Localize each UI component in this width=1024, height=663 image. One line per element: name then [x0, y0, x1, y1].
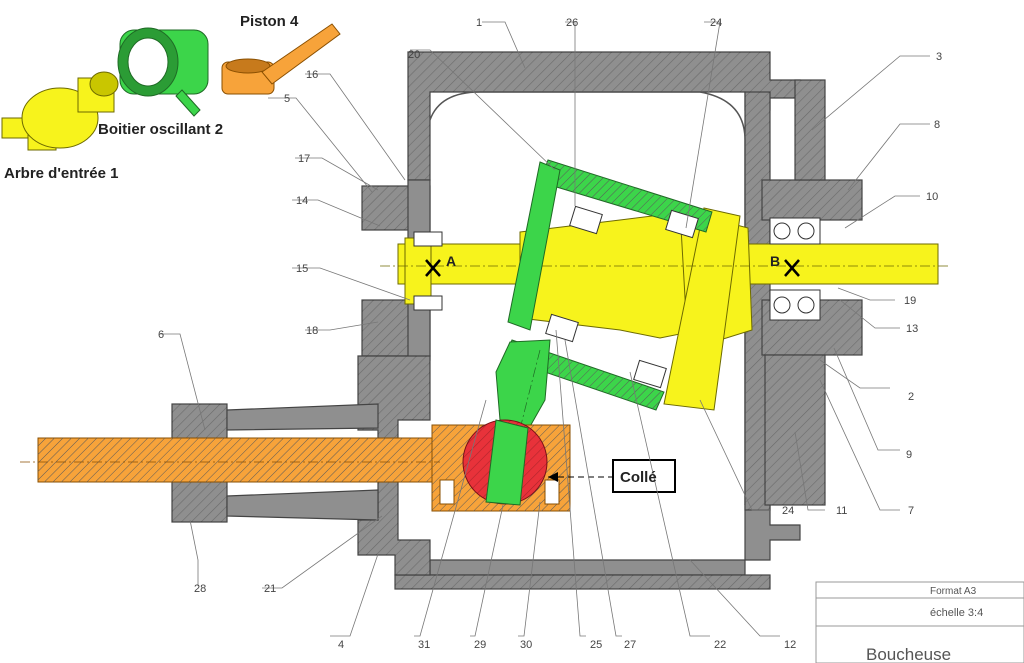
housing: [171, 51, 863, 590]
part-number-10: 10: [926, 191, 938, 203]
part-sketch-oscillating-case: [117, 27, 209, 117]
label-piston: Piston 4: [240, 13, 299, 30]
part-number-20: 20: [408, 49, 420, 61]
part-number-21: 21: [264, 583, 276, 595]
part-number-22: 22: [714, 639, 726, 651]
part-number-19: 19: [904, 295, 916, 307]
label-input-shaft: Arbre d'entrée 1: [4, 165, 118, 182]
housing-cavity-outline: [429, 91, 746, 505]
part-number-9: 9: [906, 449, 912, 461]
label-oscillating-case: Boitier oscillant 2: [98, 121, 223, 138]
axis-marker-b: [784, 259, 800, 277]
part-number-4: 4: [338, 639, 344, 651]
right-ball-bearings: [769, 217, 821, 321]
part-number-14: 14: [296, 195, 308, 207]
title-block-title: Boucheuse: [866, 645, 951, 663]
part-number-26: 26: [566, 17, 578, 29]
part-number-17: 17: [298, 153, 310, 165]
part-number-13: 13: [906, 323, 918, 335]
axis-marker-a: [425, 259, 441, 277]
part-number-8: 8: [934, 119, 940, 131]
part-number-12: 12: [784, 639, 796, 651]
label-glued: Collé: [620, 469, 657, 486]
spherical-ball: [462, 419, 548, 506]
input-shaft: [380, 207, 950, 411]
part-number-24-top: 24: [710, 17, 722, 29]
part-number-6: 6: [158, 329, 164, 341]
leader-lines: [160, 21, 930, 637]
part-number-15: 15: [296, 263, 308, 275]
part-number-24-bottom: 24: [782, 505, 794, 517]
part-number-28: 28: [194, 583, 206, 595]
part-number-31: 31: [418, 639, 430, 651]
title-block-scale: échelle 3:4: [930, 607, 983, 619]
part-number-2: 2: [908, 391, 914, 403]
part-number-30: 30: [520, 639, 532, 651]
title-block: Format A3 échelle 3:4 Boucheuse: [815, 581, 1024, 663]
part-sketch-piston: [221, 23, 341, 95]
oscillating-case: [485, 159, 713, 506]
part-number-3: 3: [936, 51, 942, 63]
part-number-25: 25: [590, 639, 602, 651]
part-number-labels: 1 2 3 4 5 6 7 8 9 10 11 12 13 14 15 16 1…: [158, 17, 942, 651]
part-number-29: 29: [474, 639, 486, 651]
part-number-7: 7: [908, 505, 914, 517]
title-block-format: Format A3: [930, 586, 977, 597]
label-point-b: B: [770, 253, 780, 269]
label-point-a: A: [446, 253, 456, 269]
part-number-16: 16: [306, 69, 318, 81]
left-needle-bearing: [413, 231, 443, 311]
part-number-18: 18: [306, 325, 318, 337]
part-number-11: 11: [836, 505, 847, 517]
part-number-1: 1: [476, 17, 482, 29]
part-number-27: 27: [624, 639, 636, 651]
part-number-5: 5: [284, 93, 290, 105]
part-sketch-input-shaft: [1, 71, 119, 151]
glued-callout: [548, 459, 676, 493]
